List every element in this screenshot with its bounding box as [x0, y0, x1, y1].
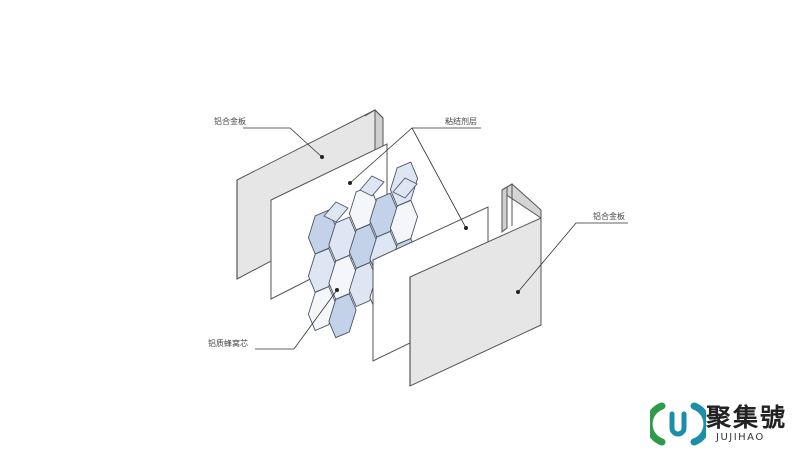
leader-dot-adhesive-left: [348, 181, 352, 185]
leader-line-left-panel: [243, 127, 323, 158]
logo-name-chinese: 聚集號: [706, 403, 788, 432]
leader-dot-left-panel: [320, 155, 324, 159]
leader-line-adhesive-left: [349, 127, 481, 184]
honeycomb-flap: [323, 201, 349, 223]
honeycomb-cell: [348, 262, 378, 308]
label-adhesive-layer: 粘结剂层: [445, 117, 477, 126]
label-aluminum-panel-left: 铝合金板: [214, 117, 246, 126]
right-aluminum-panel: [409, 183, 542, 387]
label-honeycomb-core: 铝质蜂窝芯: [208, 339, 248, 348]
label-aluminum-panel-right: 铝合金板: [593, 212, 625, 221]
leader-lines: [243, 127, 628, 350]
honeycomb-cell: [328, 293, 357, 339]
leader-dot-right-panel: [516, 290, 520, 294]
jujihao-logo: 聚集號 JUJIHAO: [645, 398, 800, 450]
honeycomb-flap: [392, 177, 418, 199]
leader-line-right-panel: [517, 222, 628, 293]
leader-line-adhesive-right: [411, 127, 467, 229]
leader-line-core: [255, 289, 338, 350]
logo-mark-icon: [645, 402, 711, 446]
leader-dot-core: [335, 288, 339, 292]
honeycomb-flap: [359, 175, 385, 197]
leader-dot-adhesive-right: [464, 226, 468, 230]
logo-name-english: JUJIHAO: [716, 432, 765, 443]
